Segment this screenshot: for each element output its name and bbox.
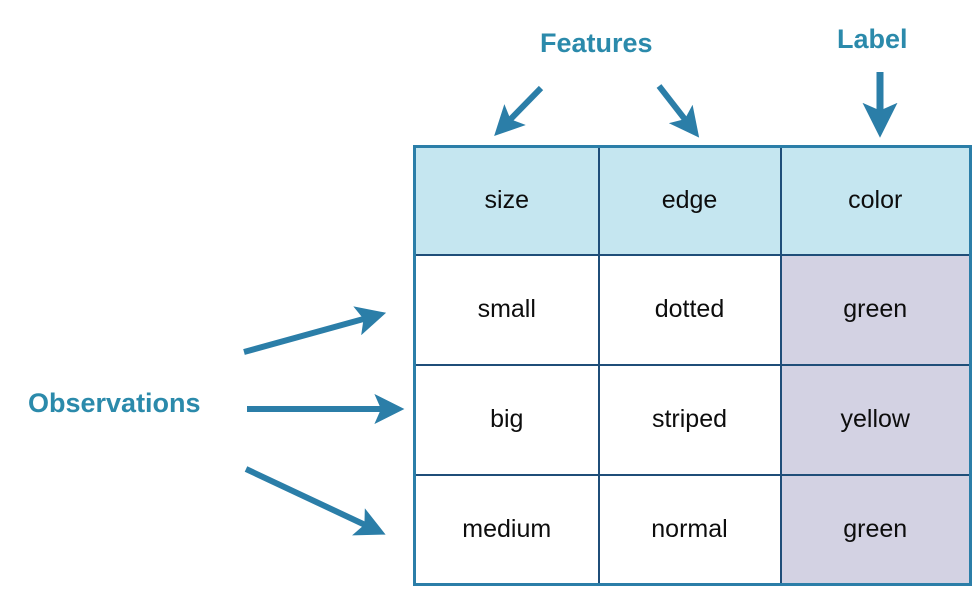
column-header-size: size (413, 145, 600, 256)
features-annotation-label: Features (540, 28, 653, 58)
table-header-row: size edge color (413, 145, 972, 256)
column-header-color: color (779, 145, 972, 256)
column-header-edge: edge (597, 145, 782, 256)
cell-color: yellow (779, 363, 972, 476)
cell-size: small (413, 253, 600, 366)
observations-table: size edge color small dotted green big s… (413, 145, 972, 586)
table-row: medium normal green (413, 473, 972, 586)
cell-size: big (413, 363, 600, 476)
label-annotation-label: Label (837, 24, 908, 54)
arrow-up-right-icon (243, 306, 387, 355)
cell-color: green (779, 473, 972, 586)
arrow-down-right-row3-icon (244, 466, 386, 536)
arrow-down-left-icon (494, 85, 544, 137)
cell-size: medium (413, 473, 600, 586)
observations-annotation-label: Observations (28, 388, 201, 418)
cell-edge: striped (597, 363, 782, 476)
table-row: small dotted green (413, 253, 972, 366)
table-row: big striped yellow (413, 363, 972, 476)
cell-edge: normal (597, 473, 782, 586)
arrow-down-right-icon (656, 84, 700, 138)
cell-color: green (779, 253, 972, 366)
cell-edge: dotted (597, 253, 782, 366)
